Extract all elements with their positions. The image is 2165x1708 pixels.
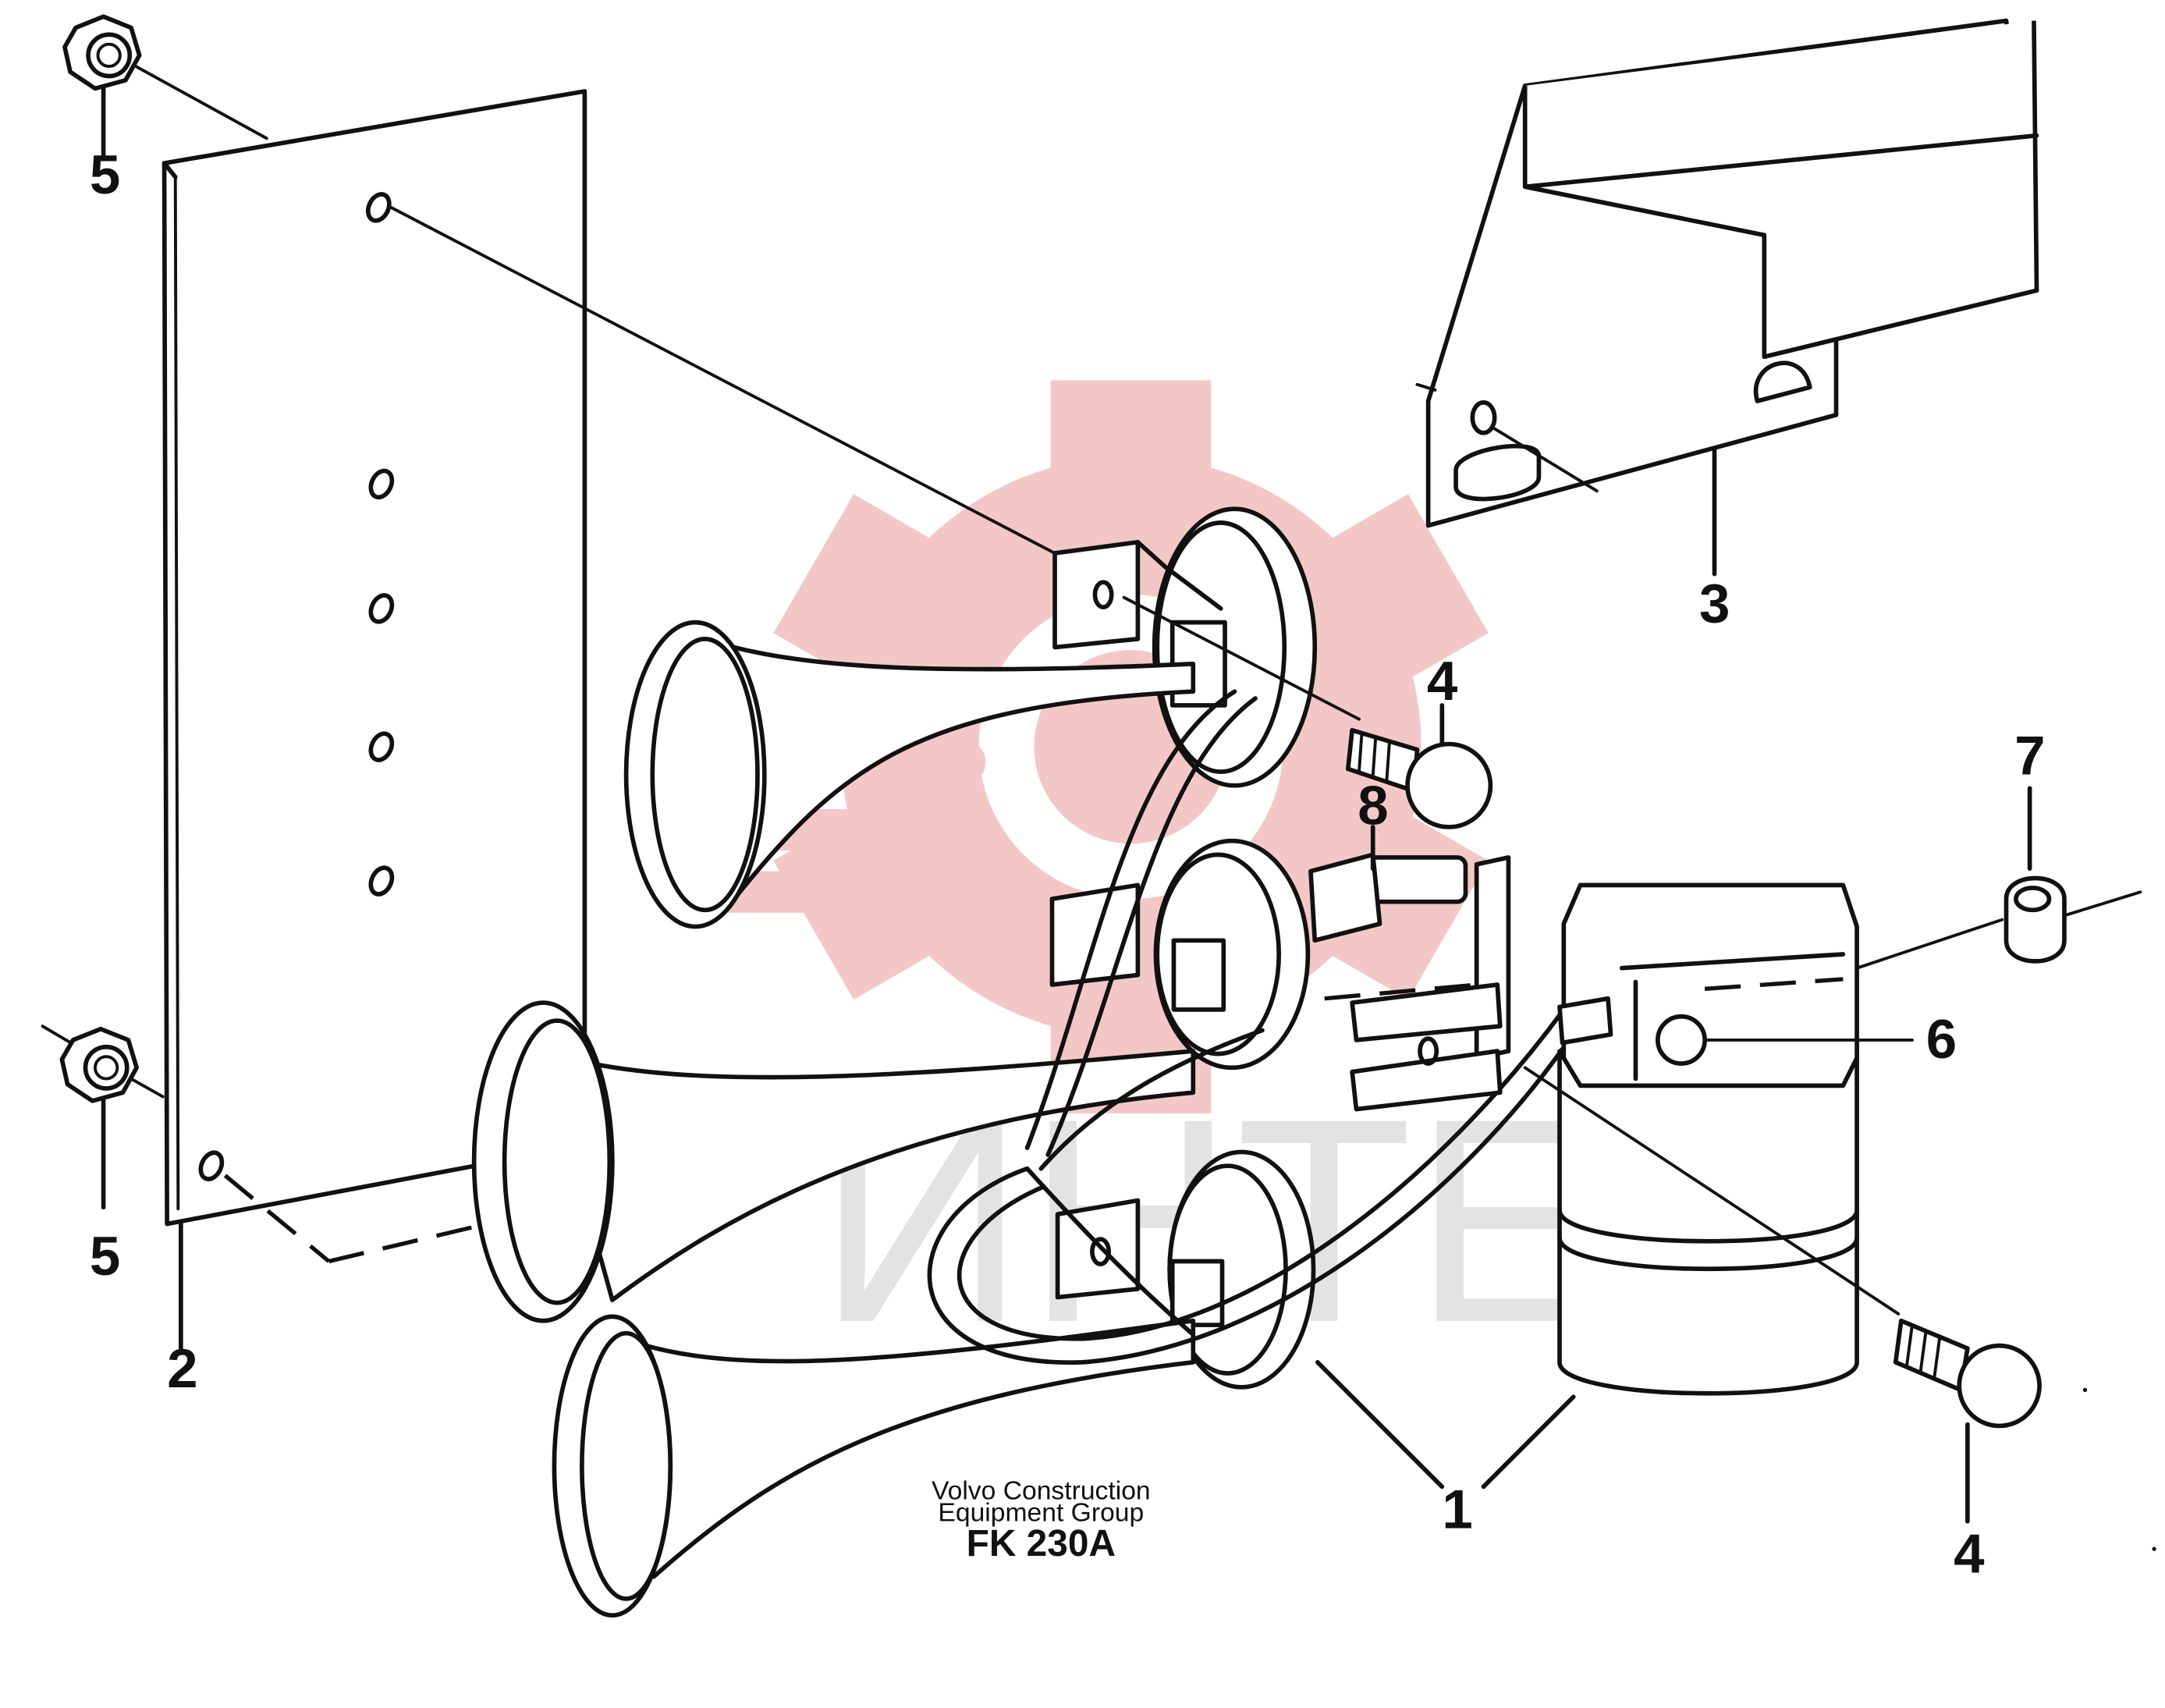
horn-top	[623, 506, 1361, 929]
nut-seven	[2004, 786, 2142, 964]
callout-7: 7	[2014, 726, 2045, 787]
compressor	[1523, 882, 2004, 1396]
caption-code: FK 230A	[967, 1523, 1116, 1564]
nut-bottom	[41, 1024, 165, 1210]
caption-line-1: Volvo Construction	[932, 1476, 1151, 1505]
callout-5-top: 5	[90, 144, 120, 206]
callout-4-bottom: 4	[1954, 1523, 1985, 1585]
callout-8: 8	[1358, 775, 1388, 836]
bolt-eight	[1308, 825, 1468, 943]
callout-1: 1	[1442, 1479, 1472, 1541]
caption-line-2: Equipment Group	[938, 1499, 1144, 1528]
callout-4-top: 4	[1427, 651, 1458, 712]
bracket	[1324, 855, 1511, 1112]
caption-block: Volvo Construction Equipment Group FK 23…	[932, 1476, 1151, 1564]
callout-5-bottom: 5	[90, 1226, 120, 1287]
horn-middle	[471, 838, 1311, 1323]
nut-top	[62, 14, 268, 158]
callout-6: 6	[1926, 1009, 1957, 1071]
leader-lines-one	[1315, 1360, 1576, 1490]
cover	[1415, 18, 2039, 577]
bolt-top	[1345, 703, 1493, 829]
callout-3: 3	[1699, 573, 1730, 635]
callout-2: 2	[167, 1338, 197, 1400]
air-hoses	[927, 689, 1583, 1365]
bolt-bottom	[1893, 1318, 2042, 1524]
